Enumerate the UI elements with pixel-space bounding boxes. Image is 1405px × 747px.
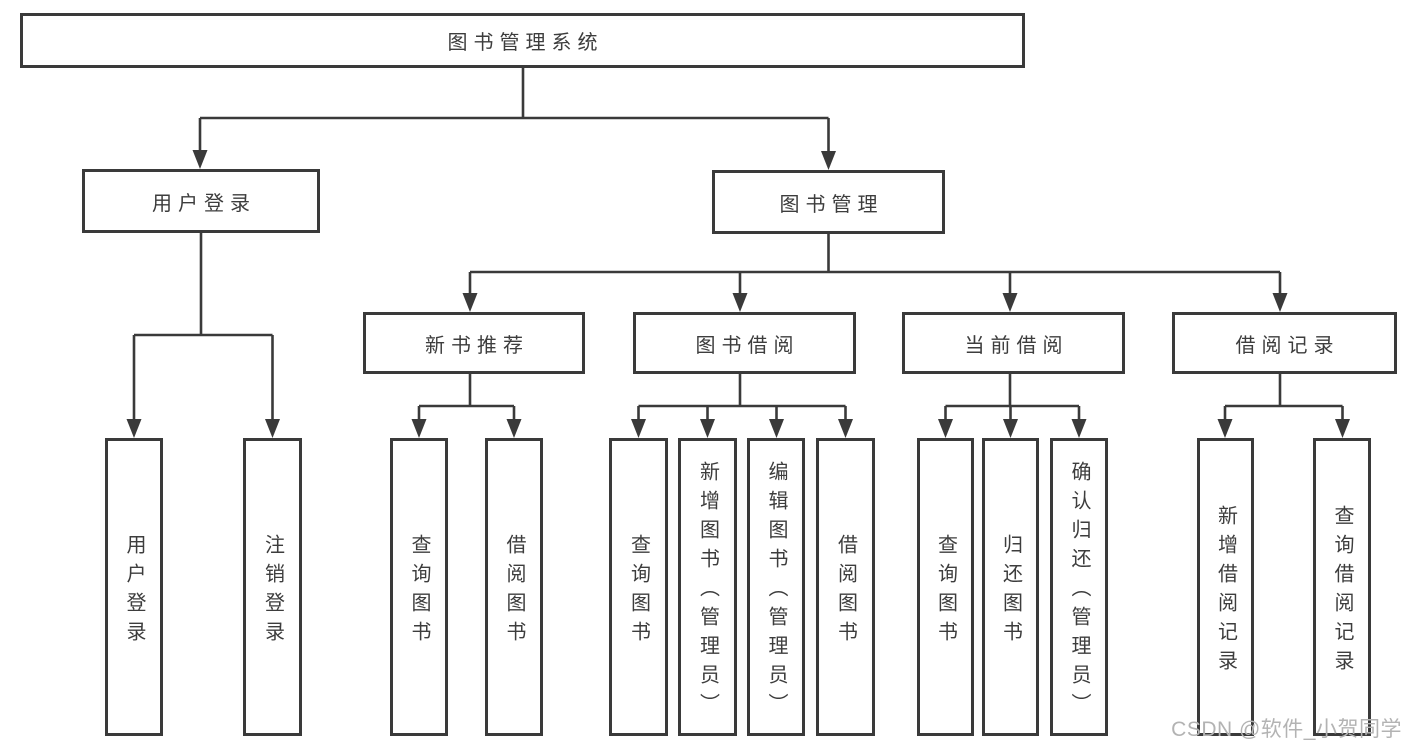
leaf-label: 新增图书（管理员） (696, 461, 719, 722)
node-book-management: 图书管理 (712, 170, 945, 234)
leaf-label: 归还图书 (999, 533, 1022, 650)
node-leaf-confirm-return-admin: 确认归还（管理员） (1050, 438, 1108, 736)
leaf-label: 借阅图书 (834, 533, 857, 650)
leaf-label: 借阅图书 (503, 533, 525, 650)
node-leaf-logout: 注销登录 (243, 438, 302, 736)
node-leaf-user-login: 用户登录 (105, 438, 163, 736)
leaf-label: 注销登录 (261, 533, 284, 650)
node-user-login: 用户登录 (82, 169, 320, 233)
node-leaf-borrow-books-recommend: 借阅图书 (485, 438, 543, 736)
leaf-label: 查询图书 (934, 533, 957, 650)
node-leaf-query-books-recommend: 查询图书 (390, 438, 448, 736)
node-library-management-system: 图书管理系统 (20, 13, 1025, 68)
leaf-label: 查询图书 (627, 533, 650, 650)
node-leaf-query-borrow-record: 查询借阅记录 (1313, 438, 1371, 736)
node-leaf-add-borrow-record: 新增借阅记录 (1197, 438, 1254, 736)
leaf-label: 新增借阅记录 (1214, 504, 1237, 679)
leaf-label: 编辑图书（管理员） (765, 461, 787, 722)
node-book-borrowing: 图书借阅 (633, 312, 856, 374)
node-new-book-recommendation: 新书推荐 (363, 312, 585, 374)
node-leaf-add-books-admin: 新增图书（管理员） (678, 438, 737, 736)
node-leaf-query-books-current: 查询图书 (917, 438, 974, 736)
node-leaf-return-books: 归还图书 (982, 438, 1039, 736)
arrowheads (126, 150, 1350, 438)
leaf-label: 查询图书 (408, 533, 430, 650)
leaf-label: 用户登录 (123, 533, 145, 650)
leaf-label: 确认归还（管理员） (1068, 461, 1090, 722)
node-leaf-borrow-books: 借阅图书 (816, 438, 875, 736)
node-leaf-query-books-borrow: 查询图书 (609, 438, 668, 736)
node-borrowing-records: 借阅记录 (1172, 312, 1397, 374)
csdn-watermark: CSDN @软件_小贺同学 (1171, 718, 1402, 741)
leaf-label: 查询借阅记录 (1331, 504, 1353, 679)
node-current-borrowing: 当前借阅 (902, 312, 1125, 374)
node-leaf-edit-books-admin: 编辑图书（管理员） (747, 438, 805, 736)
